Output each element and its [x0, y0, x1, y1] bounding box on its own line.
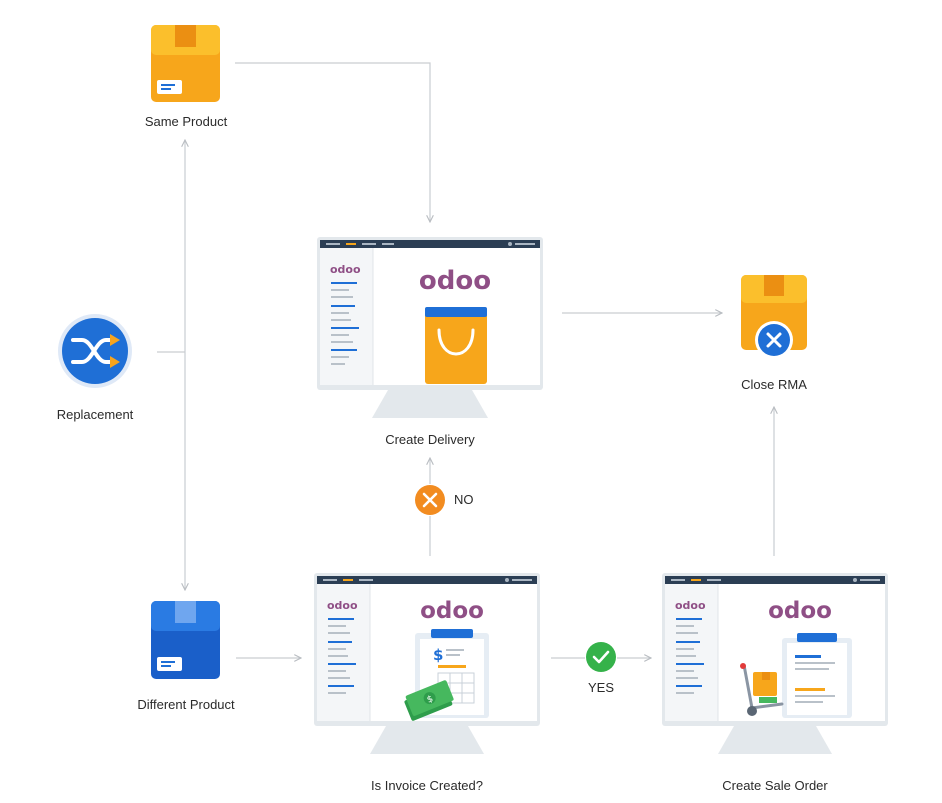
cash-icon: $ [404, 680, 454, 721]
label-same-product: Same Product [144, 114, 228, 129]
label-replacement: Replacement [56, 407, 134, 422]
odoo-logo-small: odoo [327, 599, 358, 612]
monitor-is-invoice-created: odoo odoo $ $ [314, 573, 540, 754]
label-close-rma: Close RMA [741, 377, 807, 392]
odoo-logo: odoo [420, 598, 484, 624]
close-rma-box [741, 275, 807, 359]
clipboard-cart-icon [740, 633, 852, 718]
replacement-node [58, 314, 132, 388]
shopping-bag-icon [425, 307, 487, 384]
label-create-sale-order: Create Sale Order [722, 778, 828, 793]
label-decision-yes: YES [587, 680, 615, 695]
label-is-invoice-created: Is Invoice Created? [370, 778, 484, 793]
label-different-product: Different Product [137, 697, 235, 712]
box-icon [151, 601, 220, 679]
different-product-box [151, 601, 220, 679]
svg-text:$: $ [433, 646, 443, 664]
sidebar-lines [328, 618, 356, 694]
invoice-icon: $ $ [404, 629, 489, 721]
decision-no [415, 485, 445, 515]
same-product-box [151, 25, 220, 102]
hand-truck-icon [740, 663, 784, 716]
label-create-delivery: Create Delivery [385, 432, 475, 447]
box-close-icon [741, 275, 807, 359]
odoo-logo: odoo [768, 598, 832, 624]
odoo-logo: odoo [419, 266, 491, 296]
svg-text:$: $ [426, 694, 435, 705]
check-icon [586, 642, 616, 672]
odoo-logo-small: odoo [675, 599, 706, 612]
connectors [157, 62, 774, 658]
connector-same-product-to-delivery [235, 62, 430, 222]
sidebar-lines [676, 618, 704, 694]
label-decision-no: NO [454, 492, 474, 507]
monitor-create-sale-order: odoo odoo [662, 573, 888, 754]
monitor-create-delivery: odoo odoo [317, 237, 543, 418]
odoo-logo-small: odoo [330, 263, 361, 276]
decision-yes [586, 642, 616, 672]
box-icon [151, 25, 220, 102]
sidebar-lines [331, 282, 359, 365]
